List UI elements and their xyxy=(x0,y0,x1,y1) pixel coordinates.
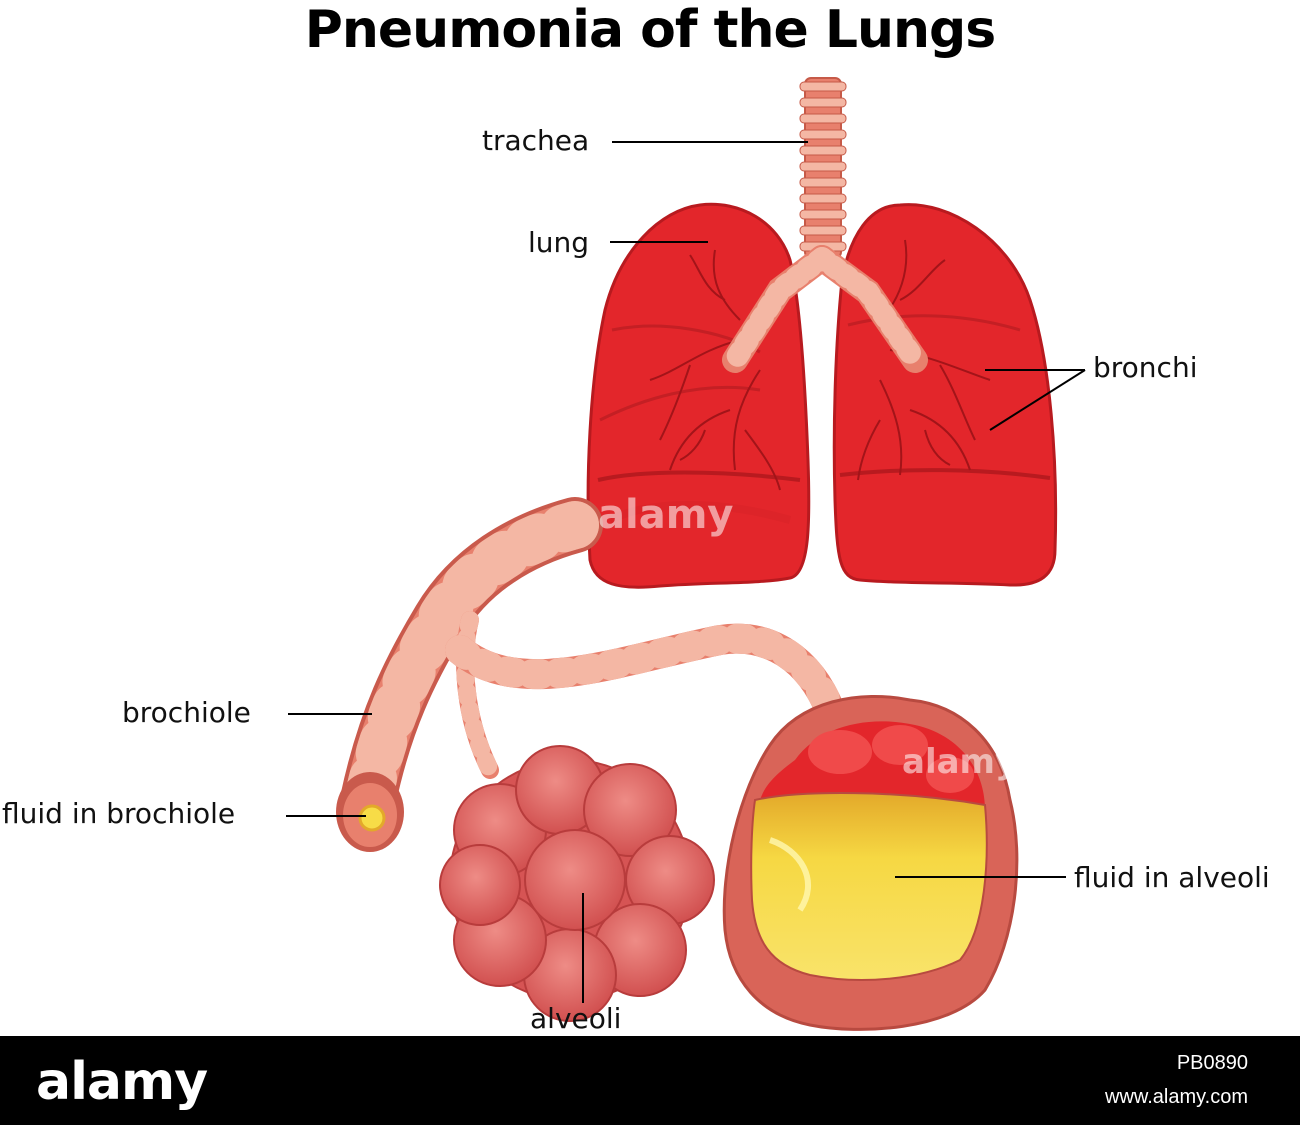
watermark-center: alamy xyxy=(598,492,734,538)
label-brochiole: brochiole xyxy=(122,696,251,729)
label-fluid-in-brochiole: fluid in brochiole xyxy=(2,797,236,830)
bronchi-shape xyxy=(722,245,928,373)
footer-image-id: PB0890 xyxy=(1176,1052,1248,1074)
footer-brand-logo: alamy xyxy=(36,1052,208,1112)
alveoli-cluster xyxy=(439,745,715,1022)
left-lung xyxy=(586,202,811,589)
bronchiole-tube xyxy=(340,497,845,828)
label-alveoli: alveoli xyxy=(530,1002,622,1035)
bronchiole-end xyxy=(336,772,404,852)
alveoli-cross-section xyxy=(722,694,1019,1031)
label-bronchi: bronchi xyxy=(1093,351,1198,384)
label-fluid-in-alveoli: fluid in alveoli xyxy=(1074,861,1270,894)
footer-bar: alamy PB0890 www.alamy.com xyxy=(0,1036,1300,1125)
label-lung: lung xyxy=(528,226,590,259)
watermark-right: alamy xyxy=(902,742,1018,782)
diagram-title: Pneumonia of the Lungs xyxy=(304,0,996,60)
right-lung xyxy=(832,203,1058,587)
leader-lines xyxy=(286,141,1086,1003)
pneumonia-illustration xyxy=(286,77,1086,1031)
trachea-shape xyxy=(799,77,847,259)
footer-url[interactable]: www.alamy.com xyxy=(1105,1086,1248,1108)
label-trachea: trachea xyxy=(482,124,590,157)
leader-bronchi-2 xyxy=(989,369,1086,431)
